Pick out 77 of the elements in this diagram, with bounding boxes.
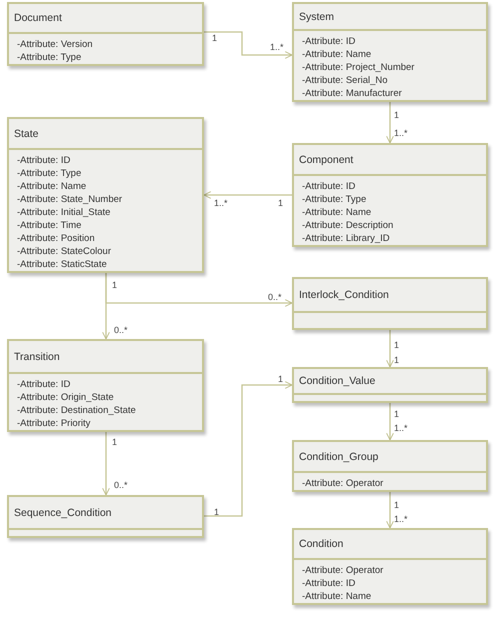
attribute-text: -Attribute: ID [17,378,72,391]
attribute-text: -Attribute: ID [302,35,356,48]
attribute-text: -Attribute: Operator [302,477,384,490]
class-box [7,117,204,273]
multiplicity-label: 1 [112,280,118,290]
multiplicity-label: 1 [278,198,284,208]
attribute-text: -Attribute: Type [17,51,82,64]
attribute-text: -Attribute: Type [302,193,368,206]
multiplicity-label: 0..* [268,292,282,302]
attribute-text: -Attribute: Serial_No [302,74,389,87]
class-box [7,495,204,538]
class-name: Sequence_Condition [14,506,112,518]
association-arrow [204,381,292,517]
attribute-text: -Attribute: Type [17,167,82,180]
class-box [292,277,488,330]
class-box [7,339,204,432]
attribute-text: -Attribute: StateColour [17,245,112,258]
association-arrow [102,273,110,340]
attribute-text: -Attribute: Origin_State [17,391,115,404]
attribute-text: -Attribute: Library_ID [302,232,391,245]
attribute-text: -Attribute: Destination_State [17,404,137,417]
attribute-text: -Attribute: Version [17,38,94,51]
multiplicity-label: 1..* [394,423,408,433]
multiplicity-label: 1..* [270,42,284,52]
class-box [292,440,488,492]
attribute-text: -Attribute: Name [302,590,372,603]
attribute-text: -Attribute: Position [17,232,96,245]
attribute-text: -Attribute: Project_Number [302,61,416,74]
attribute-text: -Attribute: Name [302,48,372,61]
class-name: Condition [299,538,344,550]
attribute-text: -Attribute: Description [302,219,394,232]
class-name: Interlock_Condition [299,289,389,301]
attribute-text: -Attribute: Manufacturer [302,87,403,100]
attribute-text: -Attribute: State_Number [17,193,124,206]
attribute-text: -Attribute: StaticState [17,258,108,271]
association-arrow [204,31,292,59]
association-arrow [386,403,394,440]
class-box [292,367,488,403]
association-arrow [386,492,394,528]
class-box [7,2,204,66]
multiplicity-label: 1 [394,110,400,120]
multiplicity-label: 0..* [114,325,128,335]
multiplicity-label: 1 [394,500,400,510]
class-box [292,143,488,247]
attribute-text: -Attribute: ID [302,180,356,193]
multiplicity-label: 1..* [394,128,408,138]
class-name: State [14,128,39,140]
multiplicity-label: 1 [214,507,220,517]
class-name: Condition_Value [299,375,376,387]
attribute-text: -Attribute: Priority [17,417,92,430]
class-name: Document [14,12,62,24]
association-arrow [204,191,292,199]
multiplicity-label: 1..* [214,198,228,208]
multiplicity-label: 0..* [114,480,128,490]
multiplicity-label: 1 [394,340,400,350]
attribute-text: -Attribute: ID [302,577,356,590]
association-arrow [102,432,110,496]
multiplicity-label: 1 [394,409,400,419]
class-box [292,2,488,102]
association-arrow [386,102,394,144]
attribute-text: -Attribute: ID [17,154,72,167]
multiplicity-label: 1 [112,437,118,447]
class-name: System [299,10,334,22]
multiplicity-label: 1 [278,374,284,384]
class-box [292,528,488,605]
class-name: Transition [14,350,60,362]
attribute-text: -Attribute: Operator [302,564,384,577]
class-name: Condition_Group [299,450,378,462]
attribute-text: -Attribute: Name [302,206,372,219]
multiplicity-label: 1 [212,33,218,43]
attribute-text: -Attribute: Initial_State [17,206,112,219]
attribute-text: -Attribute: Name [17,180,88,193]
multiplicity-label: 1 [394,355,400,365]
association-arrow [386,330,394,368]
multiplicity-label: 1..* [394,514,408,524]
class-name: Component [299,154,354,166]
attribute-text: -Attribute: Time [17,219,82,232]
